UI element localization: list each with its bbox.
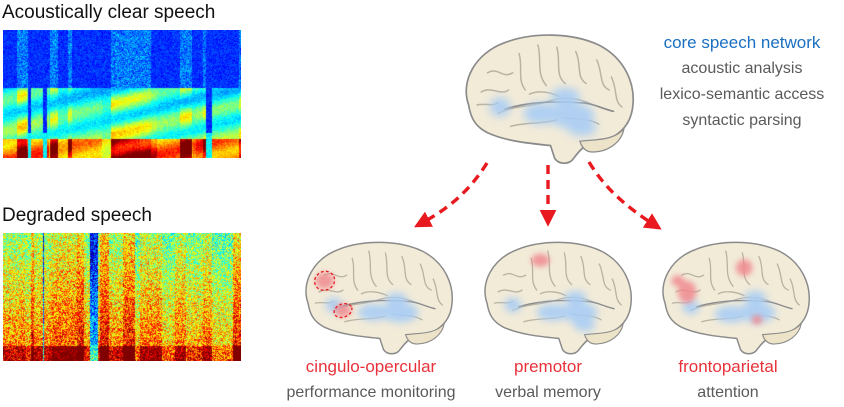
arrows — [414, 161, 662, 230]
degraded-speech-spectrogram — [3, 233, 241, 361]
frontoparietal-brain — [662, 241, 811, 355]
core-function-2: lexico-semantic access — [659, 86, 825, 103]
core-network-title: core speech network — [663, 33, 821, 52]
cingulo-opercular-title: cingulo-opercular — [305, 357, 437, 376]
premotor-brain — [484, 241, 633, 355]
degraded-speech-title: Degraded speech — [2, 205, 152, 226]
clear-speech-title: Acoustically clear speech — [2, 2, 216, 23]
clear-speech-spectrogram — [3, 30, 241, 158]
cingulo-opercular-subtitle: performance monitoring — [286, 384, 456, 401]
core-function-1: acoustic analysis — [681, 60, 803, 77]
premotor-title: premotor — [513, 357, 583, 376]
arrow-to-cingulo-opercular — [414, 162, 489, 228]
frontoparietal-subtitle: attention — [697, 384, 759, 401]
core-brain — [465, 34, 635, 165]
core-function-3: syntactic parsing — [682, 112, 802, 129]
cingulo-opercular-brain — [305, 241, 454, 355]
arrow-to-frontoparietal — [587, 161, 662, 230]
frontoparietal-title: frontoparietal — [678, 357, 778, 376]
premotor-subtitle: verbal memory — [495, 384, 601, 401]
